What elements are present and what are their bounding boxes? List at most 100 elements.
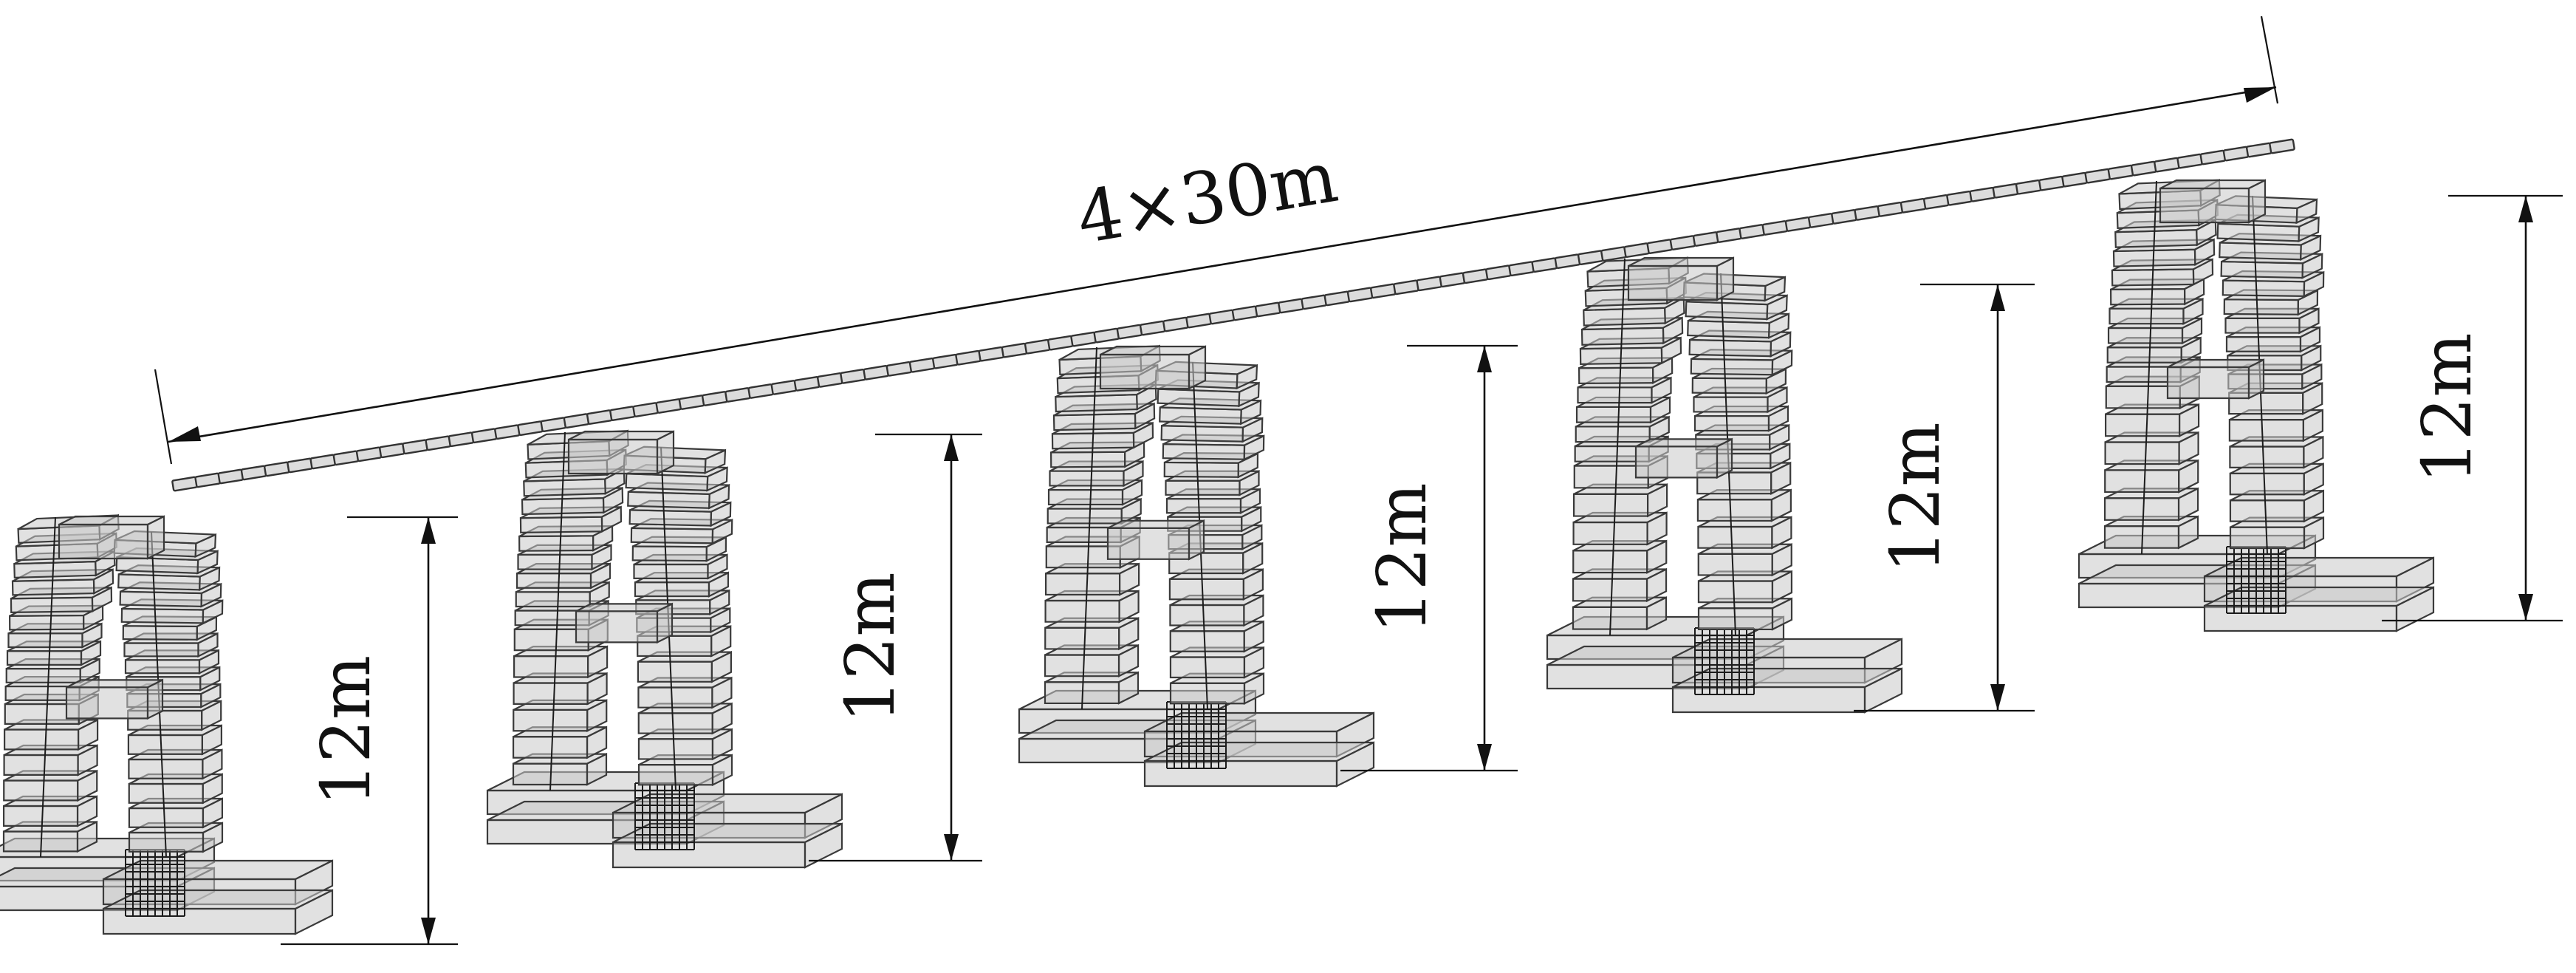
height-dimension: 12m	[1340, 344, 1518, 772]
cap-layer	[612, 822, 843, 869]
column-block	[1044, 562, 1140, 596]
deck-segment	[1001, 342, 1028, 358]
deck-segment	[448, 431, 475, 448]
deck-segment	[1831, 209, 1857, 225]
column-block	[2104, 459, 2199, 494]
deck-segment	[724, 387, 751, 403]
column-block	[2228, 409, 2324, 443]
column-block	[7, 622, 103, 649]
deck-segment	[886, 361, 913, 377]
deck-segment	[1992, 182, 2019, 199]
column-block	[1044, 616, 1140, 651]
deck-segment	[1969, 186, 1996, 202]
column-block	[2104, 403, 2200, 437]
column-block	[1572, 482, 1668, 518]
deck-segment	[1393, 279, 1419, 296]
deck-segment	[793, 376, 821, 392]
piers	[0, 178, 2435, 935]
deck-segment	[194, 472, 222, 488]
left-column	[1572, 256, 1689, 636]
pile-group-mesh	[2226, 546, 2286, 614]
deck-segment	[1508, 261, 1535, 277]
column-block	[1572, 539, 1668, 574]
pier-5	[2077, 178, 2435, 632]
deck-segment	[1854, 205, 1881, 221]
deck-segment	[1646, 239, 1674, 254]
deck-segment	[2176, 153, 2203, 169]
deck-segment	[2245, 142, 2272, 158]
deck-segment	[1900, 197, 1927, 214]
cap-beam	[1627, 256, 1735, 301]
deck-segment	[955, 349, 982, 366]
column-block	[2229, 435, 2324, 469]
column-block	[2229, 516, 2325, 550]
cap-beam	[58, 515, 165, 560]
deck-segment	[2154, 157, 2180, 173]
deck-segment	[1162, 316, 1189, 332]
deck-segment	[1208, 309, 1236, 325]
tie-beam	[65, 678, 164, 720]
deck-segment	[701, 391, 728, 406]
deck-girder	[171, 138, 2295, 492]
deck-segment	[2222, 146, 2250, 162]
deck-segment	[1185, 313, 1213, 329]
deck-segment	[517, 420, 544, 437]
pier-1	[0, 513, 334, 935]
pier-height-label: 12m	[1876, 422, 1955, 573]
height-dimension: 12m	[809, 433, 982, 862]
span-label: 4×30m	[1071, 135, 1343, 260]
cap-beam	[567, 430, 675, 475]
pier-height-label: 12m	[831, 572, 910, 723]
deck-segment	[355, 446, 383, 462]
deck-segment	[402, 439, 428, 455]
deck-segment	[1254, 301, 1281, 318]
deck-segment	[978, 346, 1005, 362]
column-block	[1044, 590, 1140, 624]
pier-4	[1546, 256, 1903, 714]
deck-segment	[332, 450, 360, 466]
column-block	[1044, 671, 1140, 705]
deck-segment	[494, 424, 521, 440]
deck-segment	[932, 353, 959, 369]
deck-segment	[2015, 179, 2042, 195]
pile-group-mesh	[1694, 627, 1755, 695]
column-core-line	[2141, 180, 2157, 555]
deck-segment	[1946, 190, 1973, 206]
deck-segment	[1346, 287, 1374, 303]
column-core-line	[1081, 346, 1097, 710]
tie-beam	[1634, 437, 1733, 479]
deck-segment	[1323, 290, 1351, 307]
pile-cap	[1546, 615, 1903, 714]
deck-segment	[1531, 257, 1558, 273]
column-block	[1044, 643, 1140, 677]
deck-segment	[425, 435, 452, 451]
deck-segment	[1600, 246, 1627, 262]
deck-segment	[2199, 149, 2227, 165]
deck-segment	[1231, 305, 1258, 321]
deck-segment	[1024, 338, 1051, 355]
deck-segment	[264, 461, 290, 477]
tie-beam	[1106, 519, 1205, 561]
column-block	[513, 699, 608, 733]
column-block	[1572, 567, 1668, 603]
column-block	[2229, 462, 2324, 496]
deck-segment	[1623, 242, 1650, 258]
column-block	[2104, 431, 2199, 465]
deck-segment	[1370, 283, 1397, 299]
column-block	[513, 645, 609, 679]
column-block	[120, 598, 224, 625]
height-dimension: 12m	[281, 516, 458, 946]
cap-layer	[102, 889, 334, 935]
column-block	[512, 752, 608, 786]
deck-segment	[309, 454, 337, 470]
column-core-line	[549, 431, 566, 791]
deck-segment	[563, 413, 590, 429]
deck-segment	[1577, 250, 1604, 266]
column-block	[1697, 570, 1793, 604]
deck-segment	[1439, 272, 1466, 288]
deck-segment	[2130, 160, 2157, 177]
deck-segment	[1739, 224, 1766, 239]
cap-layer	[1143, 741, 1375, 788]
